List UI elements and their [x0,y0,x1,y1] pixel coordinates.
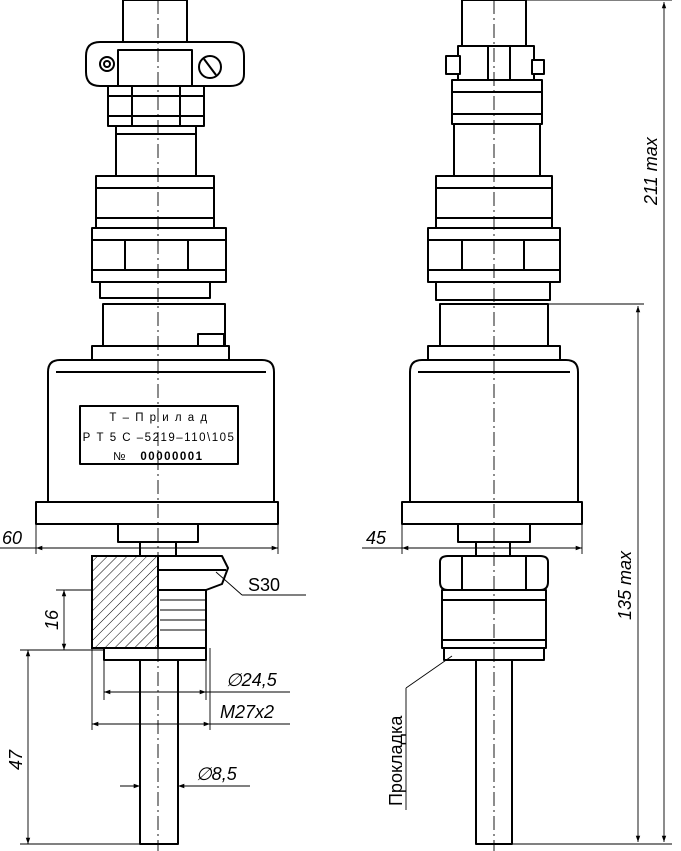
nameplate-serial: 00000001 [140,451,203,463]
nameplate-brand: Т – П р и л а д [109,412,208,424]
dimension-probe-length: 47 [6,650,140,845]
front-base-flange [35,501,279,525]
dim-wrench-label: S30 [248,575,280,595]
dim-probe-diameter-label: ∅8,5 [196,764,238,784]
dim-inner-diameter-label: ∅24,5 [226,670,278,690]
dim-probe-length-label: 47 [6,749,26,770]
front-gland-nut [91,227,227,283]
gasket-label: Прокладка [386,715,406,806]
dimension-body-height: 135 max [548,303,644,842]
gasket-leader: Прокладка [386,655,453,810]
front-gasket [103,647,207,661]
dim-width-front-label: 60 [2,528,22,548]
front-probe-tube [139,659,179,845]
dimension-width-front: 60 [0,524,279,554]
dim-thread-length-label: 16 [42,609,62,630]
front-connector-nut [107,85,205,127]
dimension-probe-diameter: ∅8,5 [120,764,250,789]
front-view: Т – П р и л а д Р Т 5 С –5219–110\105 № … [35,0,279,851]
side-housing [409,359,579,503]
dim-thread-label: M27x2 [220,702,274,722]
front-fitting-section [91,555,159,649]
flange-screw-right [198,55,222,79]
side-connector-nut [451,79,543,125]
side-view [401,0,583,851]
dimension-total-height: 211 max [512,0,672,845]
nameplate-serial-prefix: № [113,451,127,463]
dimension-inner-diameter: ∅24,5 [103,660,290,700]
side-base-flange [401,501,583,525]
dim-total-height-label: 211 max [641,136,661,206]
front-housing-cap [102,303,226,353]
nameplate [79,405,239,465]
flange-hole-left [99,56,115,72]
side-neck [453,123,541,177]
dimension-thread: M27x2 [91,648,290,730]
front-union-nut [95,175,215,229]
nameplate-model: Р Т 5 С –5219–110\105 [83,432,236,444]
dim-body-height-label: 135 max [615,550,635,620]
dimension-wrench: S30 [215,571,306,596]
dimension-thread-length: 16 [20,589,104,651]
dim-width-side-label: 45 [366,528,387,548]
dimension-width-side: 45 [362,524,583,554]
